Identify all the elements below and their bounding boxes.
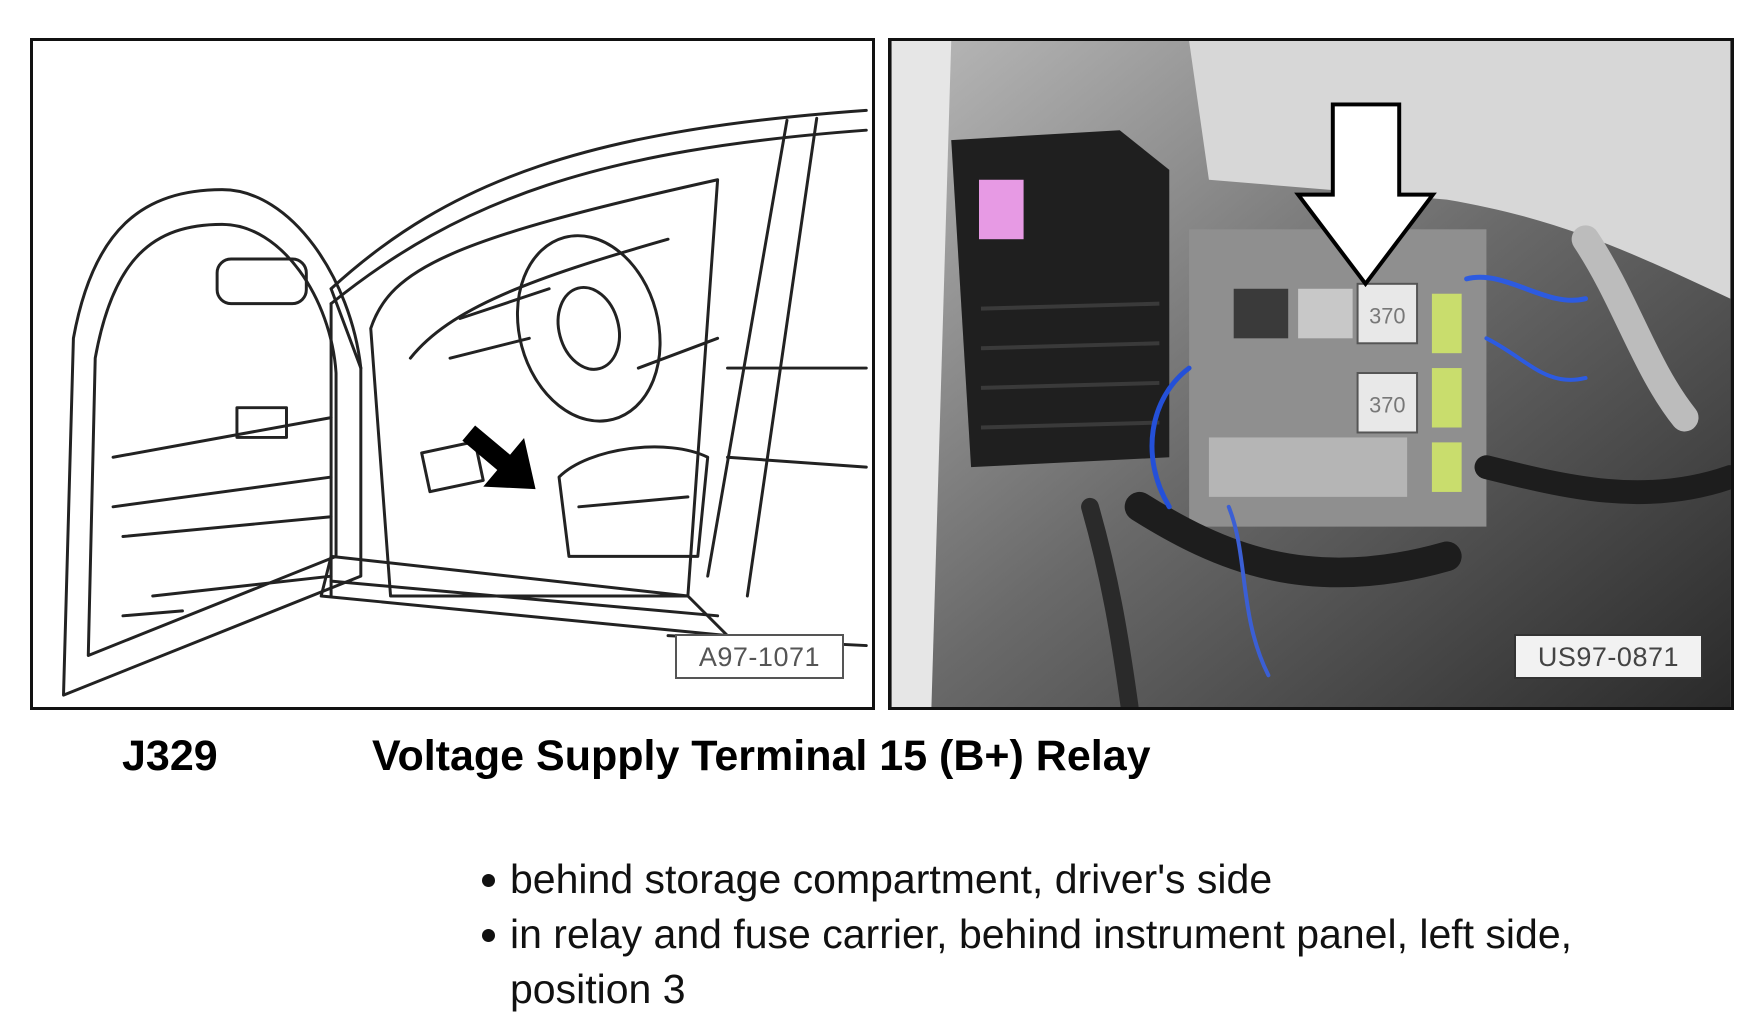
figure-relay-photo: 370 370 US97-0871 xyxy=(888,38,1734,710)
component-code: J329 xyxy=(122,732,218,780)
figure-id-label: US97-0871 xyxy=(1513,634,1703,679)
figure-id-label: A97-1071 xyxy=(674,634,844,679)
relay-label: 370 xyxy=(1369,393,1405,418)
relay-label: 370 xyxy=(1369,303,1405,328)
component-caption: J329 Voltage Supply Terminal 15 (B+) Rel… xyxy=(122,732,1151,781)
location-arrow xyxy=(462,425,536,490)
list-item: behind storage compartment, driver's sid… xyxy=(478,852,1718,907)
location-arrow xyxy=(1294,102,1437,288)
relay-fuse-carrier-photo: 370 370 xyxy=(891,41,1731,707)
list-item: in relay and fuse carrier, behind instru… xyxy=(478,907,1718,1017)
figure-door-drawing: A97-1071 xyxy=(30,38,875,710)
door-interior-line-drawing xyxy=(62,108,868,697)
component-title: Voltage Supply Terminal 15 (B+) Relay xyxy=(371,732,1151,780)
location-list: behind storage compartment, driver's sid… xyxy=(478,852,1718,1017)
